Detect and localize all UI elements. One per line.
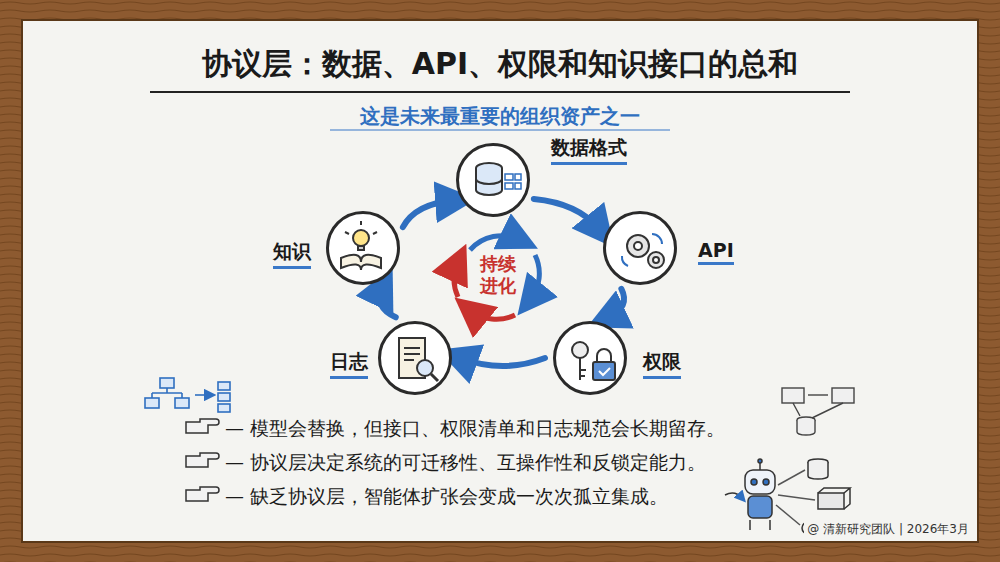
- subtitle: 这是未来最重要的组织资产之一: [360, 103, 640, 130]
- cycle-arrow: [403, 201, 453, 227]
- cycle-node: 权限: [553, 321, 627, 395]
- cycle-arrow: [534, 199, 599, 229]
- watermark: @ 清新研究团队 | 2026年3月: [804, 521, 972, 538]
- node-label: 权限: [643, 349, 681, 379]
- bullet-text: — 模型会替换，但接口、权限清单和日志规范会长期留存。: [225, 416, 725, 442]
- hand-pointers: [186, 419, 219, 501]
- node-label: 数据格式: [551, 135, 627, 165]
- cycle-node: API: [603, 211, 677, 285]
- cycle-node: 知识: [326, 211, 400, 285]
- cycle-node: 日志: [378, 321, 452, 395]
- cycle-arrow: [460, 358, 545, 366]
- center-label: 持续 进化: [479, 253, 517, 296]
- node-icon: [381, 324, 449, 392]
- hierarchy-icon: [145, 378, 230, 412]
- node-icon: [556, 324, 624, 392]
- cycle-arrow: [609, 289, 624, 317]
- node-label: API: [698, 239, 734, 265]
- bullet-text: — 协议层决定系统的可迁移性、互操作性和反锁定能力。: [225, 450, 706, 476]
- node-label: 知识: [273, 239, 311, 269]
- node-label: 日志: [330, 349, 368, 379]
- node-icon: [329, 214, 397, 282]
- node-icon: [606, 214, 674, 282]
- network-icon: [782, 388, 854, 435]
- node-icon: [459, 146, 527, 214]
- subtitle-rule: [330, 129, 670, 131]
- whiteboard: [22, 20, 978, 542]
- bullet-text: — 缺乏协议层，智能体扩张会变成一次次孤立集成。: [225, 484, 668, 510]
- cycle-arrows: [454, 236, 539, 320]
- cycle-node: 数据格式: [456, 143, 530, 217]
- title-rule: [150, 91, 850, 93]
- title: 协议层：数据、API、权限和知识接口的总和: [202, 44, 798, 85]
- cycle-arrow: [380, 289, 396, 318]
